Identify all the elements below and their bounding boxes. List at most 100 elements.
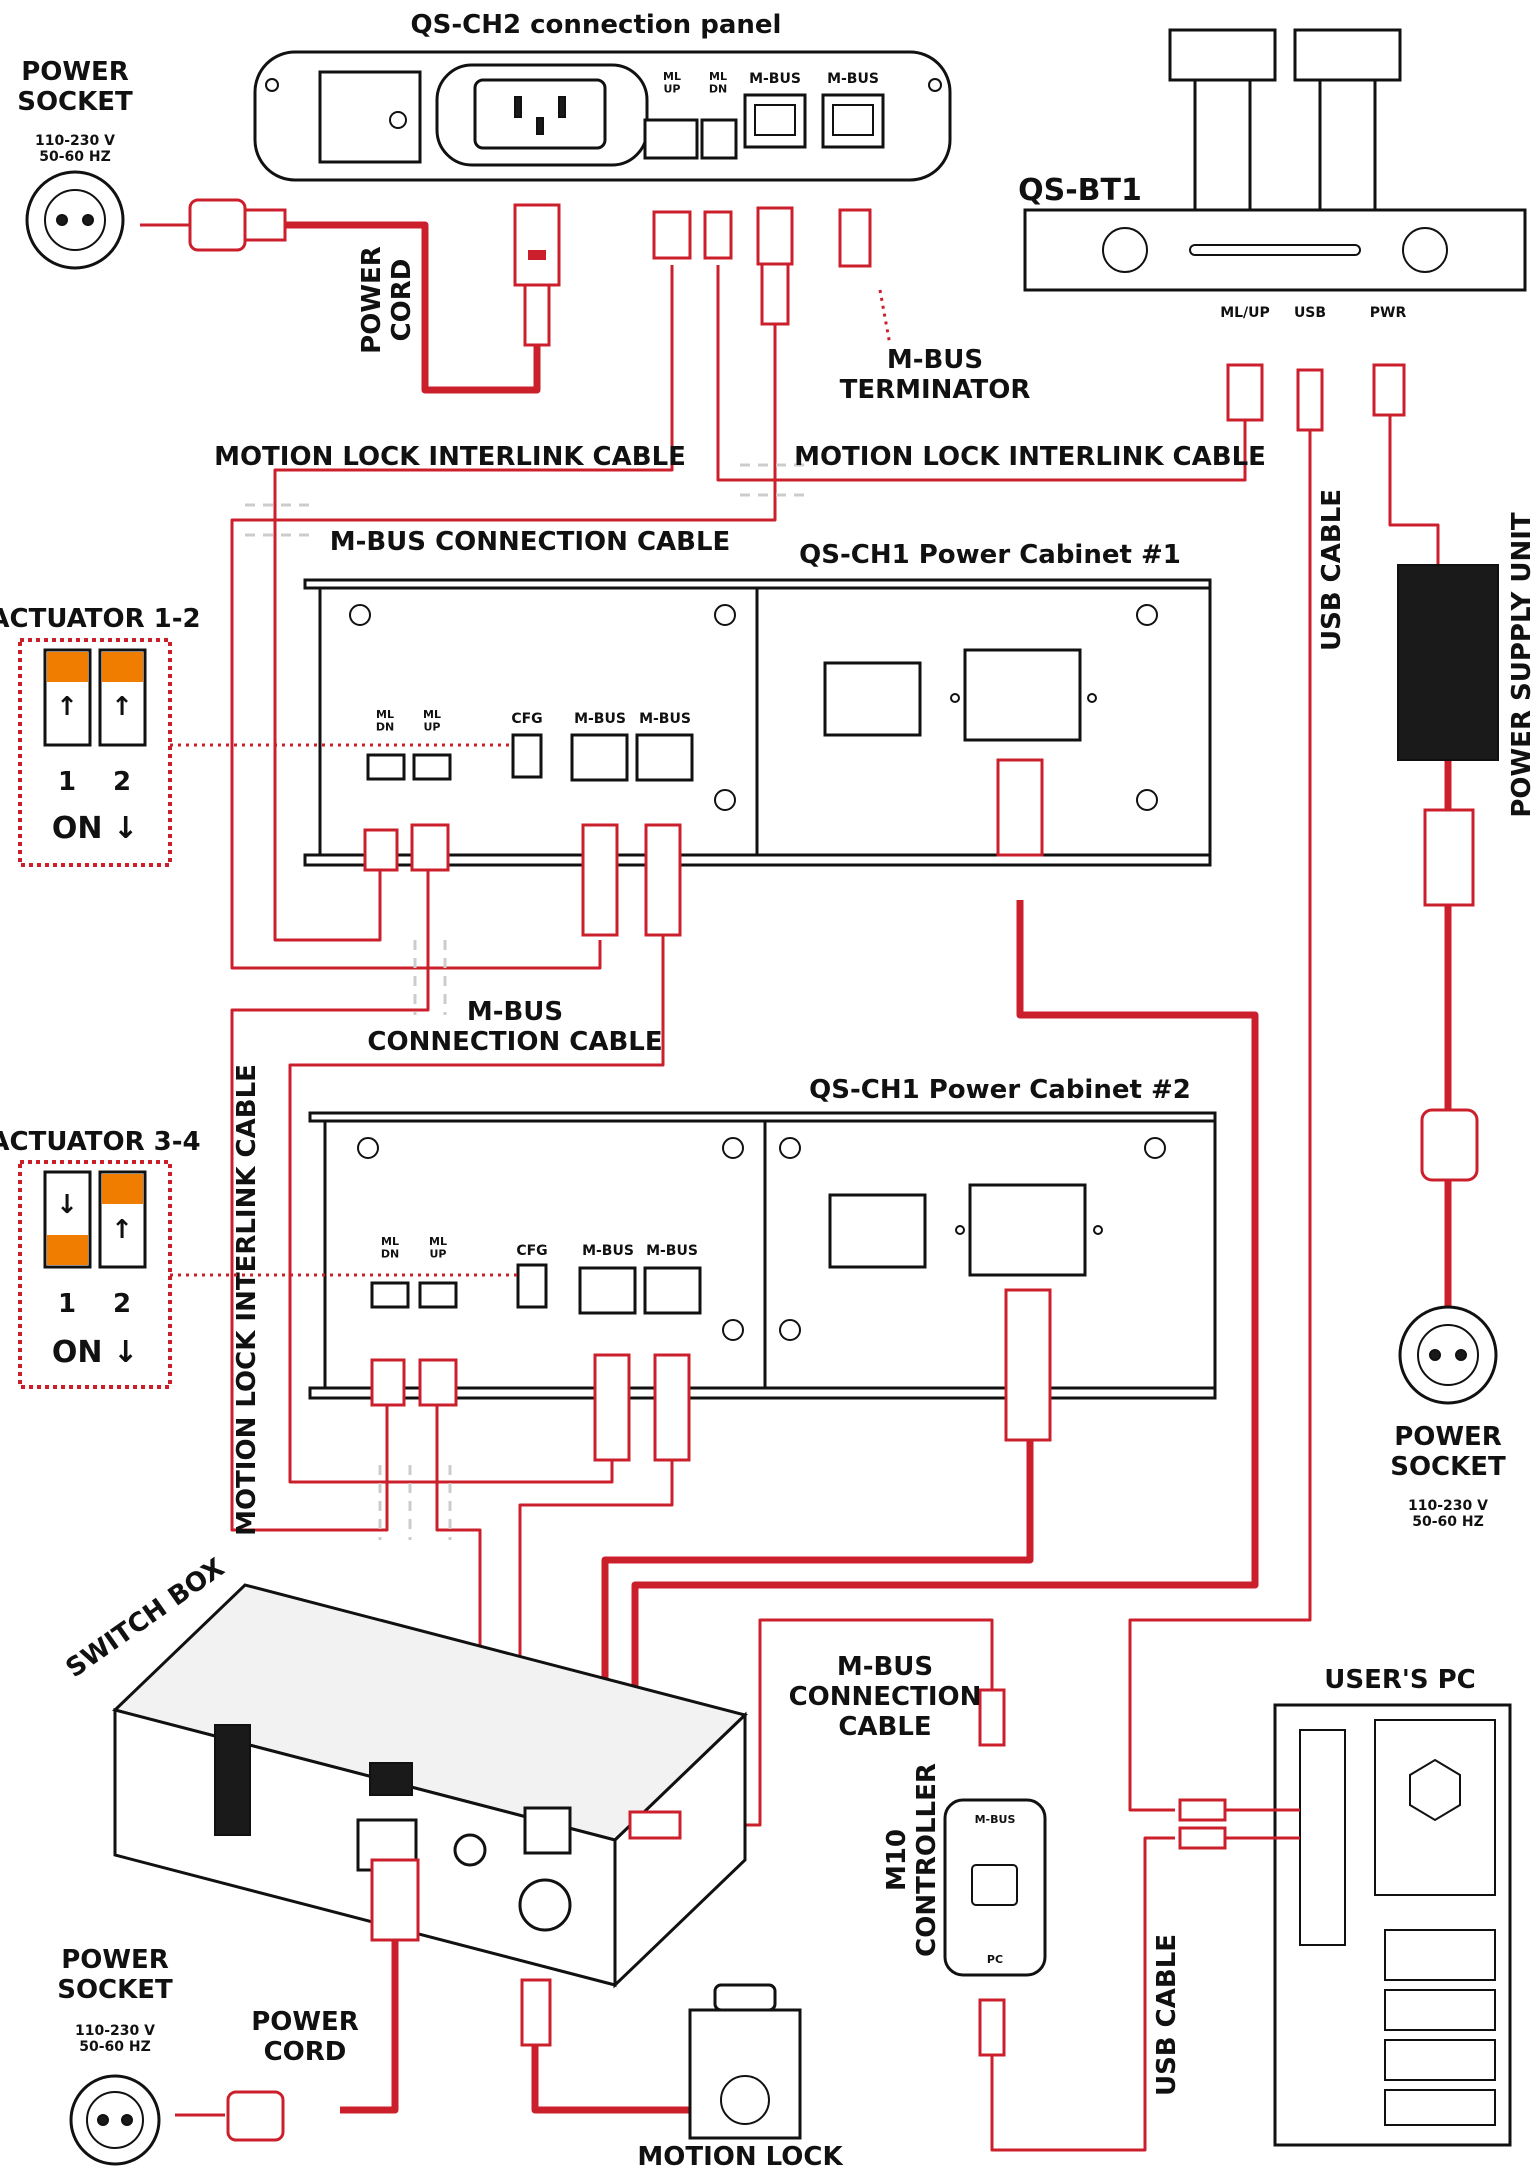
label-line: 50-60 HZ bbox=[79, 2039, 151, 2055]
motion-lock-interlink-right-cable bbox=[716, 265, 1247, 482]
motion-lock-interlink-vertical-label: MOTION LOCK INTERLINK CABLE bbox=[232, 1064, 262, 1536]
m10-controller: M10CONTROLLER M-BUS PC bbox=[882, 1688, 1047, 2057]
usb-cable-bottom-label: USB CABLE bbox=[1152, 1934, 1182, 2096]
power-supply-unit: POWER SUPPLY UNIT bbox=[1397, 512, 1536, 1182]
motion-lock: MOTION LOCK bbox=[637, 1983, 843, 2172]
cabinet2-iec-inlet bbox=[968, 1183, 1087, 1277]
label-line: CONNECTION CABLE bbox=[367, 1027, 662, 1057]
label-line: CORD bbox=[264, 2037, 347, 2067]
usb-plug bbox=[1178, 1826, 1227, 1850]
cab2-cfg-label: CFG bbox=[516, 1243, 547, 1259]
switch-box-handle bbox=[214, 1724, 251, 1836]
cab2-mbus-b-label: M-BUS bbox=[646, 1243, 698, 1259]
qs-ch2-title: QS-CH2 connection panel bbox=[411, 10, 782, 40]
dip-number-1: 1 bbox=[58, 1289, 76, 1319]
power-cab2-cable bbox=[601, 1440, 1034, 1690]
cabinet1-switch bbox=[823, 661, 922, 737]
bt1-mount-right bbox=[1293, 28, 1402, 82]
ch2-mbus-b-label: M-BUS bbox=[827, 71, 879, 87]
motion-lock-button bbox=[713, 1983, 777, 2012]
psu-title: POWER SUPPLY UNIT bbox=[1507, 512, 1536, 818]
qs-bt1: QS-BT1 ML/UP USB PWR bbox=[1018, 28, 1527, 432]
ch2-mbus-a-label: M-BUS bbox=[749, 71, 801, 87]
iec-plug bbox=[1423, 808, 1475, 907]
dip-on-label: ON ↓ bbox=[52, 811, 138, 846]
rj45-plug bbox=[644, 823, 682, 937]
pwr-bt1-psu-cable bbox=[1388, 410, 1440, 565]
label-line: CORD bbox=[387, 259, 417, 342]
iec-plug bbox=[370, 1858, 420, 1942]
label-line: CONNECTION bbox=[789, 1682, 982, 1712]
rj45-plug bbox=[756, 206, 794, 266]
actuator-1-2: ACTUATOR 1-2 ↑ ↑ 1 2 ON ↓ bbox=[0, 604, 201, 867]
cabinet2-title: QS-CH1 Power Cabinet #2 bbox=[809, 1075, 1191, 1105]
motion-lock-title: MOTION LOCK bbox=[637, 2142, 843, 2172]
bt1-mount-left bbox=[1168, 28, 1277, 82]
circular-plug bbox=[520, 1978, 552, 2047]
label-line: 50-60 HZ bbox=[1412, 1514, 1484, 1530]
ml-plug bbox=[363, 828, 399, 872]
cab1-mbus-port-b bbox=[635, 733, 694, 782]
usb-plug bbox=[1296, 368, 1324, 432]
label-line: SOCKET bbox=[1390, 1452, 1506, 1482]
iec-plug bbox=[996, 758, 1044, 857]
bt1-usb-label: USB bbox=[1294, 305, 1326, 321]
terminator-pointer bbox=[878, 289, 892, 346]
usb-plug bbox=[978, 1998, 1006, 2057]
switch-box-circular-port bbox=[518, 1878, 572, 1932]
dip-number-1: 1 bbox=[58, 767, 76, 797]
rj45-plug bbox=[593, 1353, 631, 1462]
cab2-mbus-a-label: M-BUS bbox=[582, 1243, 634, 1259]
power-cab1-cable bbox=[631, 900, 1259, 1700]
label-line: UP bbox=[430, 1248, 447, 1261]
label-line: SOCKET bbox=[17, 87, 133, 117]
usb-m10-pc-cable bbox=[990, 1836, 1175, 2152]
cables bbox=[230, 221, 1452, 2152]
label-line: UP bbox=[664, 83, 681, 96]
cabinet1-title: QS-CH1 Power Cabinet #1 bbox=[799, 540, 1181, 570]
switch-box-gland bbox=[453, 1833, 487, 1867]
cabinet2-switch bbox=[828, 1193, 927, 1269]
rj45-plug bbox=[581, 823, 619, 937]
ch2-ml-up-port bbox=[643, 118, 699, 160]
usb-bt1-pc-cable bbox=[1128, 420, 1312, 1812]
label-line: SOCKET bbox=[57, 1975, 173, 2005]
ch2-plugs bbox=[513, 203, 872, 347]
motion-lock-interlink-right-label: MOTION LOCK INTERLINK CABLE bbox=[794, 442, 1266, 472]
cab2-ml-dn-port bbox=[370, 1281, 410, 1309]
cab1-cfg-label: CFG bbox=[511, 711, 542, 727]
cab1-mbus-a-label: M-BUS bbox=[574, 711, 626, 727]
mbus-plug bbox=[978, 1688, 1006, 1747]
cab1-ml-dn-port bbox=[366, 753, 406, 781]
interlink-cab1-cab2-cable bbox=[230, 865, 430, 1532]
cab1-cfg-dip[interactable] bbox=[511, 733, 543, 779]
power-cord-bottom-cable bbox=[340, 1935, 399, 2114]
ml-plug bbox=[370, 1358, 406, 1407]
mbus-connection-top-cable bbox=[230, 325, 777, 970]
interlink-cab2-switchbox-cable bbox=[435, 1405, 482, 1650]
cab2-ml-up-port bbox=[418, 1281, 458, 1309]
label-line: UP bbox=[424, 721, 441, 734]
dip-on-label: ON ↓ bbox=[52, 1335, 138, 1370]
cab2-cfg-dip[interactable] bbox=[516, 1263, 548, 1309]
dip-arrow-1: ↓ bbox=[56, 1190, 78, 1220]
pwr-plug bbox=[1372, 363, 1406, 417]
m10-port-top-label: M-BUS bbox=[975, 1813, 1016, 1826]
ml-plug bbox=[652, 210, 692, 260]
cab1-ml-up-port bbox=[412, 753, 452, 781]
switch-box-side bbox=[613, 1711, 747, 1989]
cabinet1-iec-inlet bbox=[963, 648, 1082, 742]
usb-plug bbox=[1178, 1798, 1227, 1822]
dip-arrow-2: ↑ bbox=[111, 692, 133, 722]
